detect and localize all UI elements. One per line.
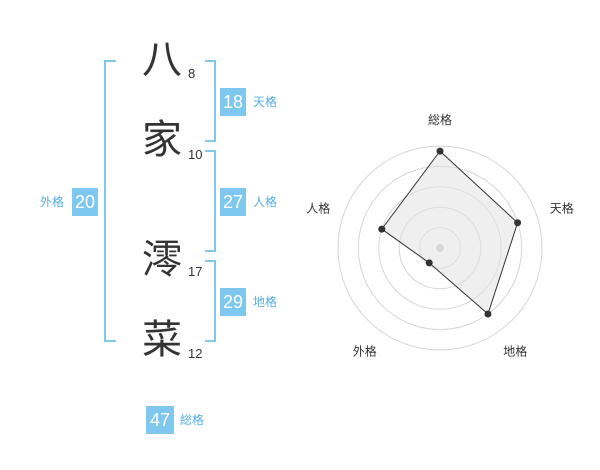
stroke-count-3: 17 <box>188 264 203 279</box>
gaikaku-label: 外格 <box>40 195 65 209</box>
radar-axis-label: 外格 <box>353 344 377 359</box>
name-char-4: 菜 <box>142 317 182 363</box>
stroke-count-4: 12 <box>188 346 203 361</box>
chikaku-value: 29 <box>220 288 246 316</box>
radar-point-1 <box>436 147 444 155</box>
jinkaku-value: 27 <box>220 188 246 216</box>
name-char-1: 八 <box>142 37 182 83</box>
radar-axis-label: 人格 <box>306 200 330 215</box>
jinkaku-label: 人格 <box>253 195 278 209</box>
radar-axis-label: 総格 <box>428 112 452 127</box>
tenkaku-bracket <box>205 60 216 142</box>
soukaku-label: 総格 <box>180 413 205 427</box>
soukaku-value: 47 <box>146 406 174 434</box>
radar-point-5 <box>378 225 386 233</box>
radar-series-polygon <box>381 150 519 315</box>
radar-axis-label: 地格 <box>503 344 527 359</box>
chikaku-label: 地格 <box>253 295 278 309</box>
chikaku-bracket <box>205 260 216 342</box>
jinkaku-bracket <box>205 150 216 252</box>
radar-axis-label: 天格 <box>550 200 574 215</box>
gaikaku-value: 20 <box>72 188 98 216</box>
radar-point-3 <box>484 310 492 318</box>
stroke-count-1: 8 <box>188 66 196 81</box>
tenkaku-value: 18 <box>220 88 246 116</box>
radar-point-4 <box>425 259 433 267</box>
tenkaku-label: 天格 <box>253 95 278 109</box>
radar-point-2 <box>514 219 522 227</box>
gaikaku-bracket <box>104 60 116 342</box>
radar-grid-ring <box>337 145 543 351</box>
name-char-2: 家 <box>142 117 182 163</box>
name-char-3: 澪 <box>142 237 182 283</box>
stroke-count-2: 10 <box>188 147 203 162</box>
